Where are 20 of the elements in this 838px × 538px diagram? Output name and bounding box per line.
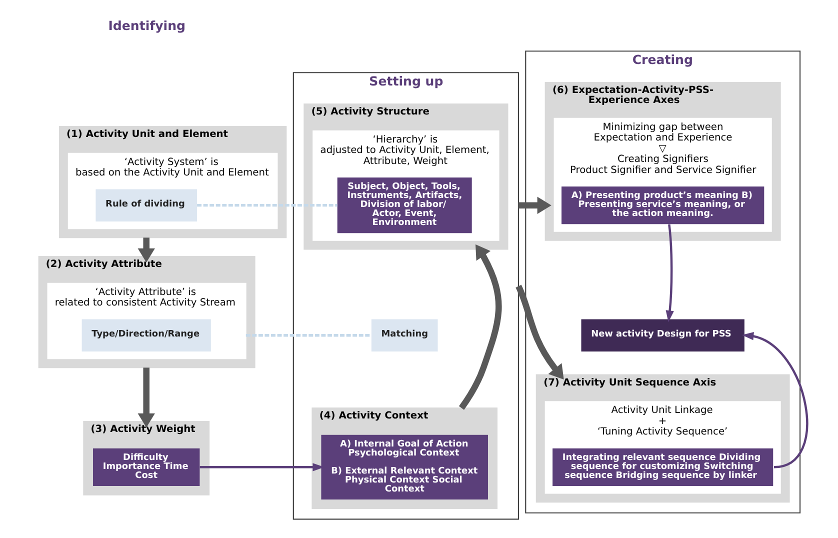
arrow [199,463,324,472]
node-box: New activity Design for PSS [580,319,744,352]
node-box: Matching [370,319,438,352]
node-box: A) Internal Goal of Action Psychological Context B) External Relevant Context Physical Context Social Context [320,434,488,500]
arrow [518,196,551,214]
node-box: Integrating relevant sequence Dividing sequence for customizing Switching sequence Bridging sequence by linker [552,448,773,486]
arrow [741,332,808,468]
node-box: Type/Direction/Range [81,319,210,352]
label: Identifying [108,18,185,34]
node-box: A) Presenting product’s meaning B) Presenting service’s meaning, or the action meaning. [561,186,764,224]
node-box: Subject, Object, Tools, Instruments, Artifacts, Division of labor/ Actor, Event, Environment [336,178,472,234]
arrow [137,238,154,262]
node-box: Difficulty Importance Time Cost [92,448,200,486]
arrow [665,224,674,322]
arrow [137,368,154,428]
arrow [515,284,564,380]
arrow [458,244,502,410]
connector [196,204,337,207]
connector [245,334,371,337]
node-box: Rule of dividing [95,189,197,222]
